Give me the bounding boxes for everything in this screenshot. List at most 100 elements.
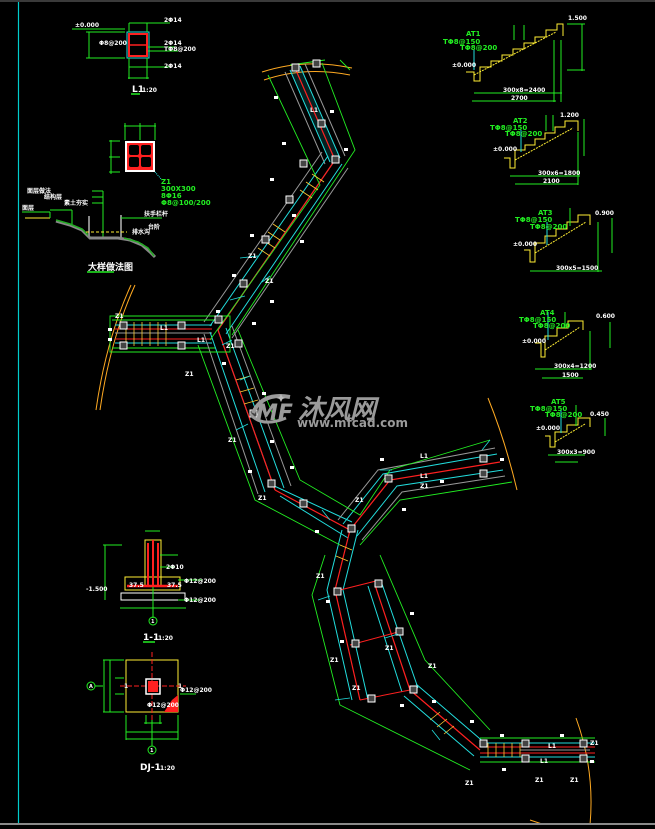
svg-text:±0.000: ±0.000	[75, 22, 99, 29]
svg-text:300x6=1800: 300x6=1800	[538, 170, 580, 177]
watermark-url: www.mfcad.com	[297, 416, 408, 430]
svg-text:TΦ8@200: TΦ8@200	[505, 130, 542, 138]
stair-elevation-AT3: AT3 TΦ8@150 TΦ8@200 ±0.000 0.900 300x5=1…	[513, 208, 614, 272]
svg-text:AT4: AT4	[540, 309, 555, 317]
svg-text:1: 1	[151, 619, 155, 625]
foundation-plan-title: DJ-1	[140, 763, 161, 773]
svg-text:TΦ8@200: TΦ8@200	[530, 223, 567, 231]
svg-text:Φ8@200: Φ8@200	[99, 40, 127, 47]
svg-text:面层: 面层	[22, 204, 34, 212]
stair-elevation-AT5: AT5 TΦ8@150 TΦ8@200 ±0.000 0.450 300x3=9…	[530, 398, 609, 463]
svg-text:Z1: Z1	[228, 437, 237, 444]
svg-text:2Φ14: 2Φ14	[164, 17, 182, 24]
svg-text:1: 1	[124, 683, 128, 690]
column-nodes	[119, 59, 588, 763]
svg-text:37.5: 37.5	[167, 582, 182, 589]
svg-text:Z1: Z1	[420, 483, 429, 490]
svg-text:Z1: Z1	[428, 663, 437, 670]
svg-text:TΦ8@150: TΦ8@150	[490, 124, 527, 132]
foundation-section-detail: 37.5 37.5 2Φ10 Φ12@200 Φ12@200 -1.500 1 …	[86, 530, 216, 643]
svg-text:1: 1	[150, 748, 154, 754]
svg-text:300x4=1200: 300x4=1200	[554, 363, 596, 370]
svg-text:Z1: Z1	[316, 573, 325, 580]
stair-run-segments	[112, 63, 595, 763]
path-section-detail: 面层做法 结构层 素土夯实 面层 扶手栏杆 排水沟 台阶 大样做法图	[22, 187, 168, 273]
svg-text:TΦ8@150: TΦ8@150	[515, 216, 552, 224]
svg-text:Φ12@200: Φ12@200	[147, 702, 179, 709]
column-leader-lines	[221, 255, 491, 741]
stair-plan: Z1 Z1 Z1 L1 L1 Z1 Z1 L1 Z1 Z1 L1 L1 Z1 Z…	[108, 59, 599, 787]
stair-green-outlines	[109, 59, 513, 771]
svg-text:2Φ14: 2Φ14	[164, 40, 182, 47]
svg-text:2100: 2100	[543, 178, 560, 185]
svg-text:Z1: Z1	[161, 178, 171, 186]
svg-text:2Φ14: 2Φ14	[164, 63, 182, 70]
svg-text:AT2: AT2	[513, 117, 528, 125]
svg-text:TΦ8@200: TΦ8@200	[545, 411, 582, 419]
svg-text:Φ8@100/200: Φ8@100/200	[161, 199, 211, 207]
svg-text:TΦ8@150: TΦ8@150	[443, 38, 480, 46]
svg-text:Z1: Z1	[258, 495, 267, 502]
svg-text:300x8=2400: 300x8=2400	[503, 87, 545, 94]
foundation-plan-detail: 1 1 Φ12@200 Φ12@200 A 1 DJ-1 1:20	[86, 652, 212, 773]
svg-text:TΦ8@150: TΦ8@150	[519, 316, 556, 324]
svg-text:Z1: Z1	[330, 657, 339, 664]
svg-text:结构层: 结构层	[44, 193, 62, 201]
stair-treads	[125, 173, 521, 757]
svg-text:±0.000: ±0.000	[536, 425, 560, 432]
svg-text:Φ12@200: Φ12@200	[184, 578, 216, 585]
svg-text:Z1: Z1	[115, 313, 124, 320]
column-section-detail: Z1 300X300 8Φ16 Φ8@100/200	[109, 123, 211, 207]
svg-text:面层做法: 面层做法	[27, 187, 51, 195]
mfcad-watermark: MF 沐风网 www.mfcad.com	[248, 394, 408, 430]
svg-text:Z1: Z1	[385, 645, 394, 652]
svg-text:0.600: 0.600	[596, 313, 615, 320]
watermark-chinese-text: 沐风网	[298, 395, 380, 425]
stair-elevation-AT1: AT1 TΦ8@150 TΦ8@200 ±0.000 1.500 300x8=2…	[443, 15, 587, 102]
svg-text:台阶: 台阶	[148, 223, 160, 231]
svg-text:TΦ8@200: TΦ8@200	[533, 322, 570, 330]
svg-text:AT1: AT1	[466, 30, 481, 38]
svg-text:0.450: 0.450	[590, 411, 609, 418]
svg-text:±0.000: ±0.000	[522, 338, 546, 345]
svg-text:Z1: Z1	[355, 497, 364, 504]
svg-text:8Φ16: 8Φ16	[161, 192, 182, 200]
svg-text:TΦ8@150: TΦ8@150	[530, 405, 567, 413]
viewport-top-border	[0, 0, 655, 2]
svg-text:Z1: Z1	[465, 780, 474, 787]
svg-text:±0.000: ±0.000	[513, 241, 537, 248]
svg-text:TΦ8@200: TΦ8@200	[460, 44, 497, 52]
dimension-markers	[108, 96, 594, 771]
svg-text:Φ12@200: Φ12@200	[184, 597, 216, 604]
svg-text:Z1: Z1	[535, 777, 544, 784]
svg-text:1:20: 1:20	[158, 635, 173, 642]
stair-elevation-AT4: AT4 TΦ8@150 TΦ8@200 ±0.000 0.600 300x4=1…	[519, 309, 615, 379]
plan-labels: Z1 Z1 Z1 L1 L1 Z1 Z1 L1 Z1 Z1 L1 L1 Z1 Z…	[115, 107, 599, 787]
svg-text:2700: 2700	[511, 95, 528, 102]
svg-text:Φ12@200: Φ12@200	[180, 687, 212, 694]
svg-text:L1: L1	[540, 758, 548, 765]
svg-text:37.5: 37.5	[129, 582, 144, 589]
path-section-title: 大样做法图	[88, 261, 133, 273]
svg-text:300X300: 300X300	[161, 185, 196, 193]
svg-text:AT3: AT3	[538, 209, 553, 217]
svg-text:AT5: AT5	[551, 398, 566, 406]
svg-text:排水沟: 排水沟	[132, 228, 150, 236]
beam-section-detail: ±0.000 Φ8@200 2Φ14 2Φ14 TΦ8@200 2Φ14 L1 …	[72, 17, 196, 95]
svg-text:素土夯实: 素土夯实	[63, 199, 88, 207]
stair-elevation-AT2: AT2 TΦ8@150 TΦ8@200 ±0.000 1.200 300x6=1…	[490, 112, 585, 185]
svg-text:Z1: Z1	[226, 343, 235, 350]
svg-text:Z1: Z1	[590, 740, 599, 747]
svg-text:±0.000: ±0.000	[452, 62, 476, 69]
svg-text:L1: L1	[160, 325, 168, 332]
svg-text:Z1: Z1	[248, 253, 257, 260]
svg-text:0.900: 0.900	[595, 210, 614, 217]
svg-text:Z1: Z1	[352, 685, 361, 692]
foundation-section-title: 1-1	[143, 633, 159, 643]
svg-text:1.500: 1.500	[568, 15, 587, 22]
viewport-bottom-border	[0, 823, 655, 825]
svg-text:1: 1	[178, 683, 182, 690]
svg-text:扶手栏杆: 扶手栏杆	[144, 210, 168, 218]
